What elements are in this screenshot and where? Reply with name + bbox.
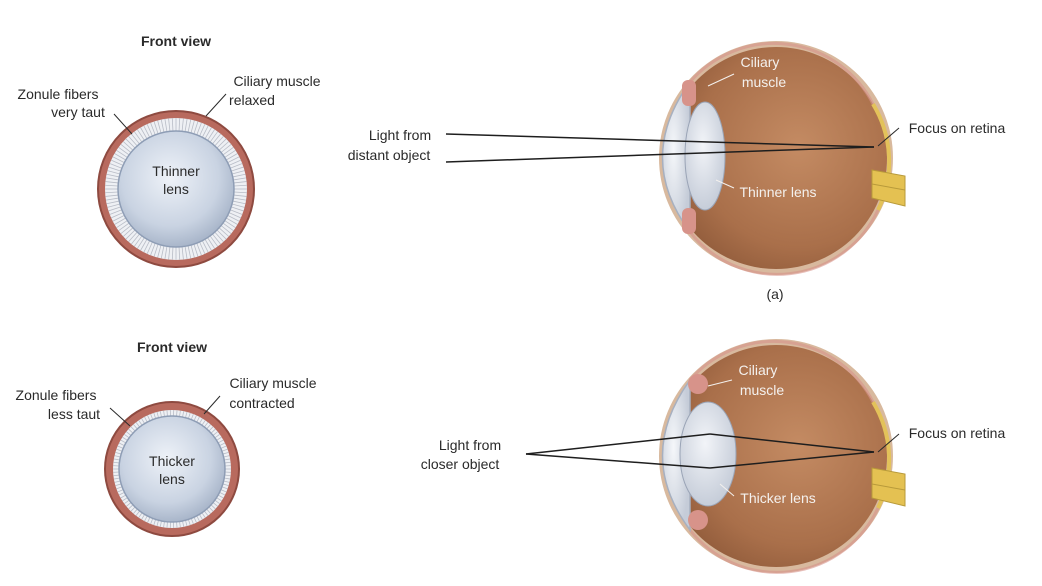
top-eye-lens-label: Thinner lens: [739, 184, 816, 200]
top-muscle-label-1: Ciliary muscle: [233, 73, 320, 89]
bottom-zonule-label-2: less taut: [48, 406, 100, 422]
bottom-muscle-label-1: Ciliary muscle: [229, 375, 316, 391]
zonule-fiber: [167, 410, 168, 416]
zonule-fiber: [177, 522, 178, 528]
top-muscle-leader: [206, 94, 226, 116]
top-eye-thinner-lens: [685, 102, 725, 210]
top-zonule-label-1: Zonule fibers: [18, 86, 99, 102]
bottom-eye-side-view: Light from closer object Ciliary muscle …: [421, 339, 1006, 573]
zonule-fiber: [177, 410, 178, 416]
top-focus-label: Focus on retina: [909, 120, 1006, 136]
top-eye-side-view: Light from distant object Ciliary muscle…: [348, 41, 1006, 302]
top-lens-label-2: lens: [163, 181, 189, 197]
top-lens-label-1: Thinner: [152, 163, 200, 179]
bottom-muscle-label-2: contracted: [229, 395, 294, 411]
bottom-thicker-lens: [119, 416, 225, 522]
bottom-eye-muscle-label-2: muscle: [740, 382, 785, 398]
bottom-front-view-title: Front view: [137, 339, 207, 355]
top-ciliary-muscle-upper: [682, 80, 696, 106]
bottom-zonule-label-1: Zonule fibers: [16, 387, 97, 403]
bottom-light-label-1: Light from: [439, 437, 501, 453]
top-ciliary-muscle-lower: [682, 208, 696, 234]
top-light-label-1: Light from: [369, 127, 431, 143]
panel-label-a: (a): [766, 286, 783, 302]
bottom-eye-muscle-label-1: Ciliary: [739, 362, 778, 378]
bottom-ciliary-muscle-upper: [688, 374, 708, 394]
bottom-eye-lens-label: Thicker lens: [740, 490, 815, 506]
top-eye-muscle-label-1: Ciliary: [741, 54, 780, 70]
top-light-label-2: distant object: [348, 147, 431, 163]
top-front-view-title: Front view: [141, 33, 211, 49]
bottom-lens-label-2: lens: [159, 471, 185, 487]
bottom-focus-label: Focus on retina: [909, 425, 1006, 441]
top-eye-muscle-label-2: muscle: [742, 74, 787, 90]
top-front-view: Front view Thinner lens Zonule fibers ve…: [18, 33, 321, 267]
top-muscle-label-2: relaxed: [229, 92, 275, 108]
zonule-fiber: [167, 522, 168, 528]
bottom-lens-label-1: Thicker: [149, 453, 195, 469]
bottom-ciliary-muscle-lower: [688, 510, 708, 530]
top-zonule-label-2: very taut: [51, 104, 105, 120]
bottom-front-view: Front view Thicker lens Zonule fibers le…: [16, 339, 317, 536]
bottom-light-label-2: closer object: [421, 456, 500, 472]
